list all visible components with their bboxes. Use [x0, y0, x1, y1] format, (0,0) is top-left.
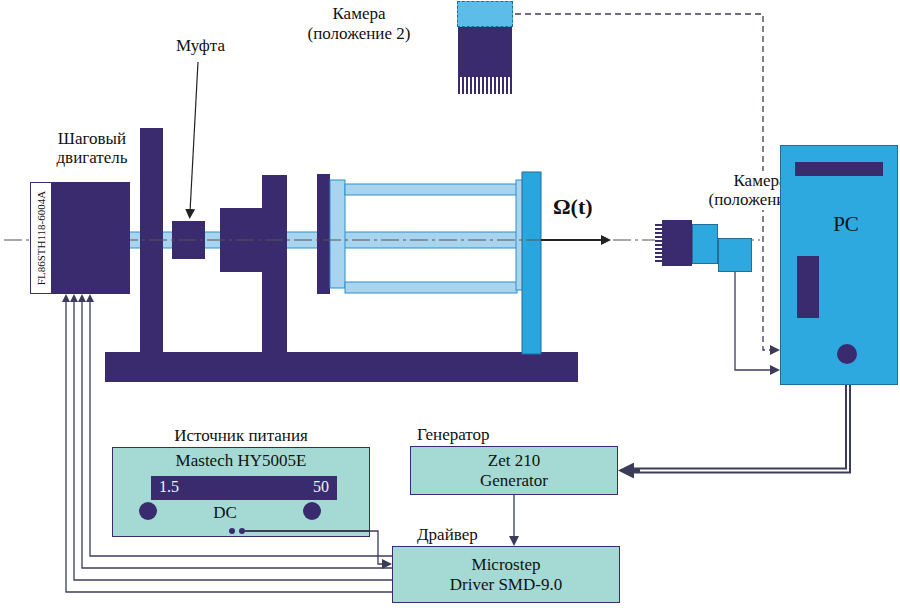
- end-plate: [522, 172, 541, 354]
- computer-case: PC: [780, 145, 898, 385]
- output-terminal: [229, 528, 235, 534]
- display-value: 1.5: [159, 478, 179, 496]
- camera-top-view: Камера (положение 2): [455, 0, 515, 96]
- lower-rod: [345, 282, 517, 293]
- base-frame: [105, 352, 578, 382]
- part-label: Муфта: [176, 36, 225, 56]
- motor-model: FL86STH118-6004A: [36, 191, 47, 285]
- control-cable: [628, 385, 848, 471]
- device-model: Zet 210 Generator: [456, 451, 572, 490]
- device-model: Mastech HY5005E: [113, 451, 369, 471]
- device-heading: Источник питания: [113, 426, 369, 446]
- signal-generator: ГенераторZet 210 Generator: [410, 446, 618, 495]
- connector-group: [90, 14, 848, 564]
- motor-phase-wires: [66, 300, 392, 592]
- upper-rod: [345, 184, 517, 195]
- motor-mount-plate: [140, 128, 163, 354]
- flange-plate: [317, 174, 330, 294]
- camera-housing-outline: [457, 1, 513, 27]
- control-knob: [139, 502, 157, 520]
- camera-label: Камера (положение 2): [299, 4, 419, 43]
- camera-body: [692, 224, 718, 264]
- display-value: 50: [313, 478, 329, 496]
- device-heading: Драйвер: [417, 525, 478, 545]
- power-button: [837, 344, 857, 364]
- camera-lens: [458, 27, 512, 77]
- camera-side-view: Камера (положение 1): [655, 220, 752, 272]
- rotation-arrow: [541, 239, 604, 241]
- camera-mount: [718, 238, 752, 272]
- output-wire: [245, 530, 369, 532]
- lens-ring: [458, 77, 512, 94]
- motor-phase-wire: [82, 300, 392, 568]
- inner-flange: [330, 180, 345, 288]
- drive-slot: [795, 162, 883, 176]
- motor-label: Шаговый двигатель: [36, 129, 148, 168]
- device-heading: Генератор: [417, 425, 490, 445]
- angular-velocity-label: Ω(t): [553, 194, 593, 219]
- stepper-motor: Шаговый двигательFL86STH118-6004A: [30, 182, 130, 294]
- computer-label: PC: [821, 212, 871, 236]
- device-model: Microstep Driver SMD-9.0: [448, 555, 564, 594]
- pulse-signal-wire: [513, 495, 514, 539]
- motor-phase-wire: [74, 300, 392, 580]
- motor-phase-wire: [66, 300, 392, 592]
- microstep-driver: ДрайверMicrostep Driver SMD-9.0: [392, 546, 620, 603]
- control-knob: [303, 502, 321, 520]
- leader-line: [190, 62, 198, 212]
- video-cable: [735, 272, 773, 370]
- front-panel: [797, 256, 819, 318]
- output-label: DC: [203, 503, 247, 523]
- lens-ring: [655, 224, 662, 262]
- cable-gap: [640, 385, 848, 471]
- motor-phase-wire: [90, 300, 392, 556]
- camera-lens: [662, 220, 692, 266]
- bearing-plate: [262, 175, 287, 355]
- power-supply: Источник питанияMastech HY5005E1.550DC: [112, 447, 370, 537]
- power-wire: [370, 531, 385, 564]
